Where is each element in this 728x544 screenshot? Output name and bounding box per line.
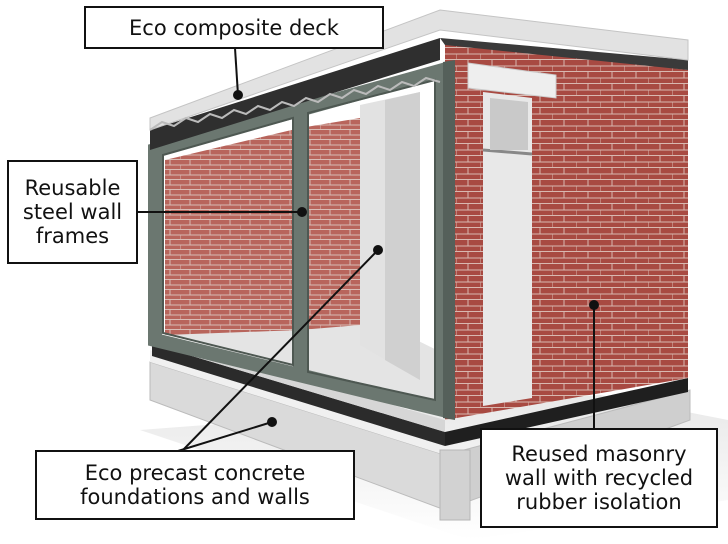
label-reusable-steel-frames: Reusable steel wall frames [7,160,138,264]
label-deck-line-1: Eco composite deck [129,15,339,40]
leader-deck [234,47,239,96]
rubber-isolation-front [152,344,445,446]
label-frames-line-2: steel wall [22,200,123,224]
label-foundations-line-1: Eco precast concrete [84,461,306,485]
deck-beam [150,38,440,150]
door-lintel [467,62,557,99]
leader-foundation [177,421,273,452]
label-reused-masonry-wall: Reused masonry wall with recycled rubber… [480,428,718,528]
label-masonry-line-3: rubber isolation [516,490,682,514]
door-opening [483,92,532,406]
label-masonry-line-2: wall with recycled [504,466,694,490]
label-foundations-line-2: foundations and walls [80,485,310,509]
foundation-pier [439,449,471,521]
label-frames-line-1: Reusable [24,176,121,200]
label-masonry-line-1: Reused masonry [511,442,687,466]
label-eco-composite-deck: Eco composite deck [84,6,384,49]
label-eco-precast-concrete: Eco precast concrete foundations and wal… [35,450,355,520]
leader-foundation-wall [182,249,379,451]
label-frames-line-3: frames [35,224,110,248]
interior-brick-wall [165,128,300,335]
